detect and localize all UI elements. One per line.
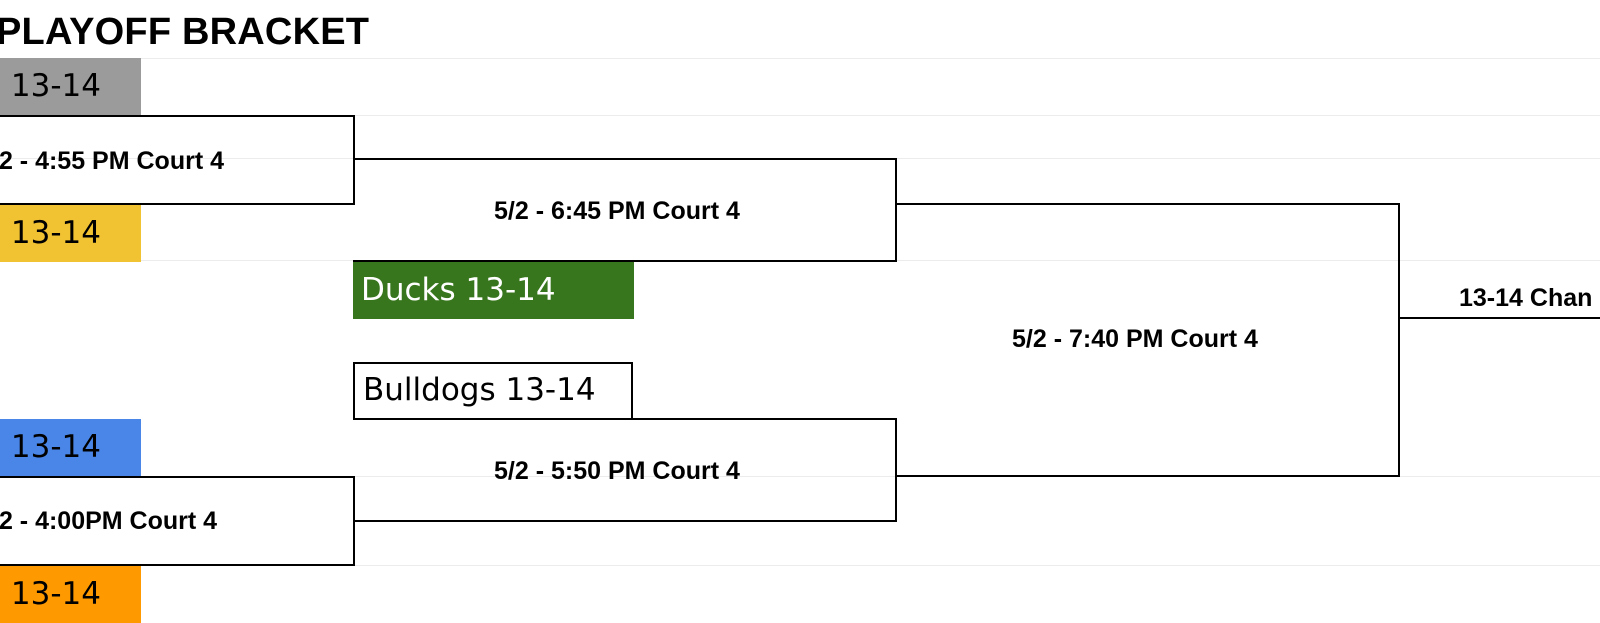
team-cell-yellow[interactable]: es 13-14 xyxy=(0,205,141,262)
row-gridline xyxy=(0,115,1600,116)
team-cell-gray[interactable]: s 13-14 xyxy=(0,58,141,115)
game-label-round2-bottom: 5/2 - 5:50 PM Court 4 xyxy=(494,457,740,485)
game-label-round2-top: 5/2 - 6:45 PM Court 4 xyxy=(494,197,740,225)
game-label-semifinal: 5/2 - 7:40 PM Court 4 xyxy=(1012,325,1258,353)
row-gridline xyxy=(0,565,1600,566)
game-box-semifinal xyxy=(897,203,1400,477)
game-box-round2-bottom xyxy=(353,418,897,522)
game-box-round1-top xyxy=(0,115,355,205)
team-label: es 13-14 xyxy=(0,215,101,251)
game-box-round2-top xyxy=(353,158,897,262)
team-label: Bulldogs 13-14 xyxy=(363,372,596,408)
team-cell-orange[interactable]: 13-14 xyxy=(0,566,141,623)
team-cell-bulldogs[interactable]: Bulldogs 13-14 xyxy=(353,362,633,420)
game-label-round1-top: /2 - 4:55 PM Court 4 xyxy=(0,147,224,175)
final-connector-line xyxy=(1400,317,1600,319)
row-gridline xyxy=(0,476,1600,477)
team-label: 13-14 xyxy=(10,429,101,465)
game-label-final: 13-14 Chan xyxy=(1459,284,1593,312)
page-title: PLAYOFF BRACKET xyxy=(0,11,370,53)
team-label: Ducks 13-14 xyxy=(361,272,556,308)
team-label: 13-14 xyxy=(10,576,101,612)
team-cell-ducks[interactable]: Ducks 13-14 xyxy=(353,262,634,319)
team-label: s 13-14 xyxy=(0,68,101,104)
game-label-round1-bottom: /2 - 4:00PM Court 4 xyxy=(0,507,218,535)
row-gridline xyxy=(0,58,1600,59)
team-cell-blue[interactable]: 13-14 xyxy=(0,419,141,476)
